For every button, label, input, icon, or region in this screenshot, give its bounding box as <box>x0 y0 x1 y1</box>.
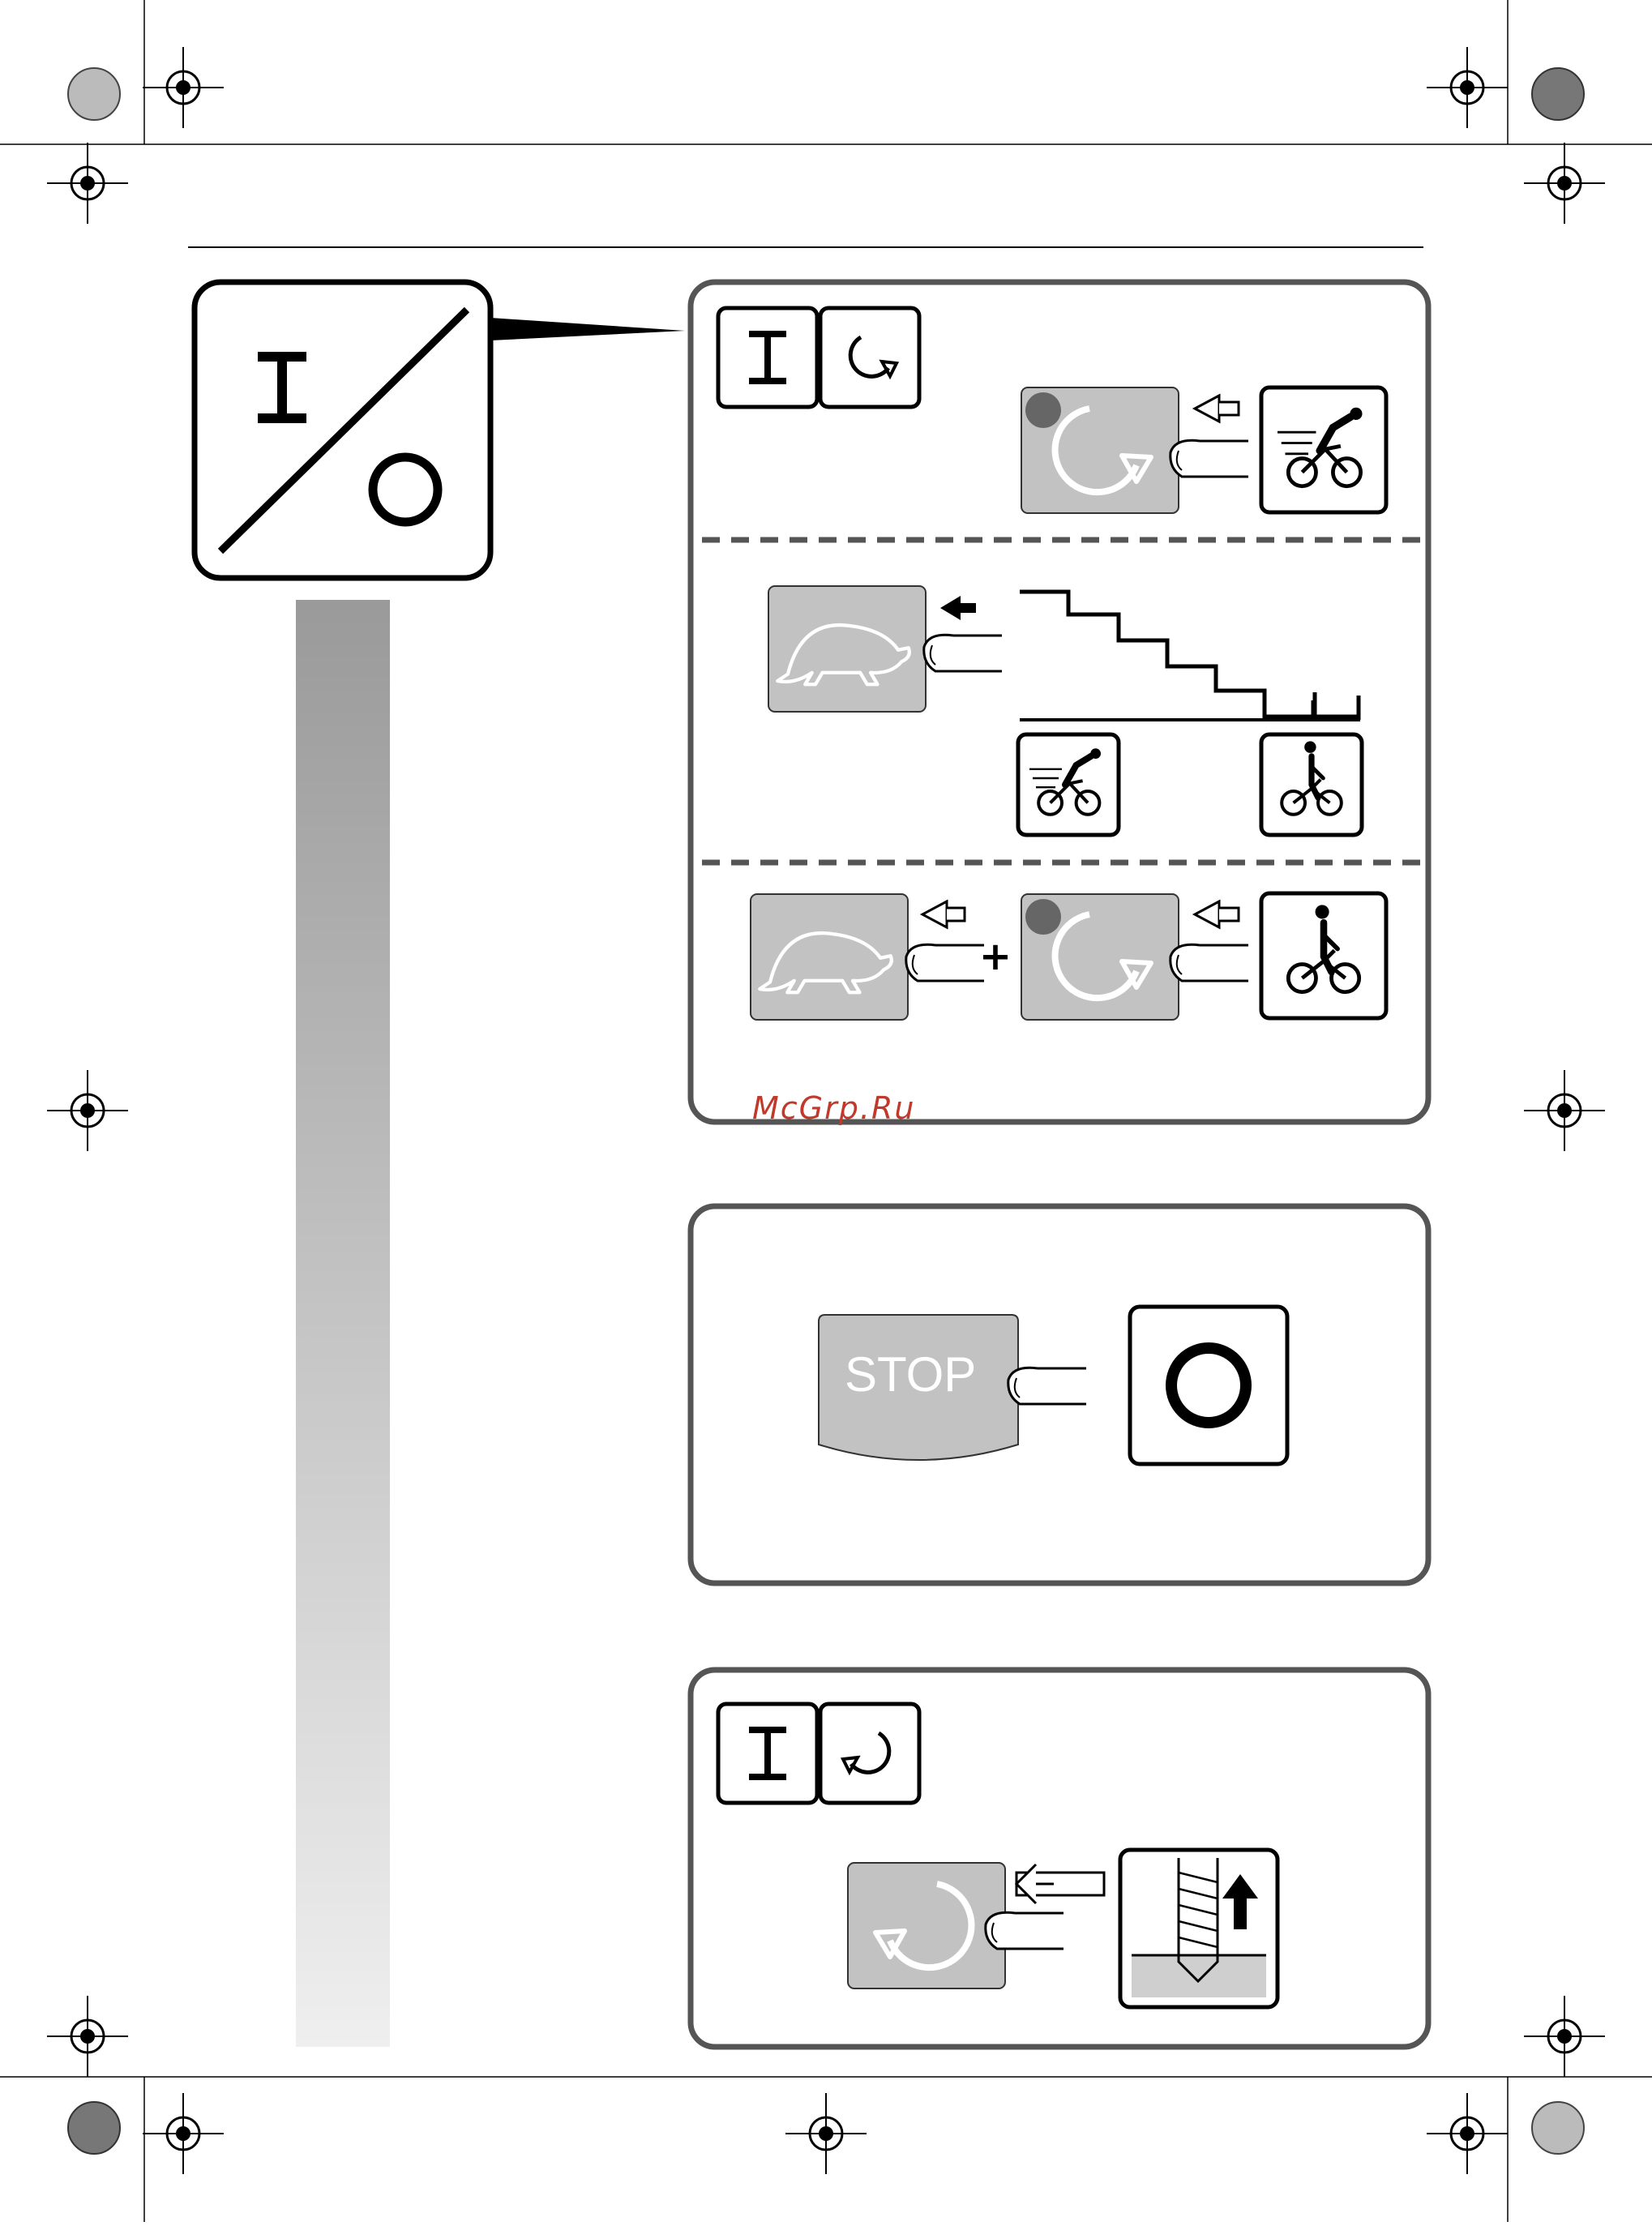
side-gradient-bar <box>296 600 390 2047</box>
watermark-text: McGrp.Ru <box>752 1090 915 1126</box>
plus-operator: + <box>979 934 1012 979</box>
onoff-symbol-icon <box>195 282 490 578</box>
tap-withdraw-icon <box>1120 1850 1278 2007</box>
panel-stop: STOP <box>691 1206 1428 1583</box>
panel-start: + <box>691 282 1428 1122</box>
starburst-mark <box>1532 2102 1584 2154</box>
callout-pointer <box>490 318 685 340</box>
slow-cyclist-icon <box>1261 893 1386 1018</box>
fast-cyclist-icon <box>1261 387 1386 512</box>
mode-key-rotate-cw-icon <box>820 308 919 407</box>
mode-key-on-icon <box>718 1704 817 1803</box>
mode-key-rotate-ccw-icon <box>820 1704 919 1803</box>
panel-reverse <box>691 1670 1428 2047</box>
slow-cyclist-icon <box>1261 734 1362 835</box>
gray-dot-mark <box>68 2102 120 2154</box>
gray-dot-mark <box>1532 68 1584 120</box>
mode-key-on-icon <box>718 308 817 407</box>
fast-cyclist-icon <box>1018 734 1119 835</box>
stop-label: STOP <box>845 1347 976 1402</box>
starburst-mark <box>68 68 120 120</box>
off-symbol-icon <box>1130 1307 1287 1464</box>
